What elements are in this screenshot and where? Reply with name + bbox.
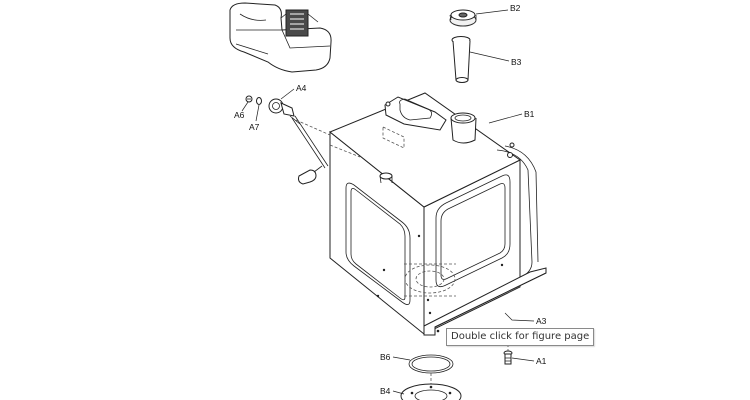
callout-a6[interactable]: A6: [234, 110, 245, 120]
strainer-b3[interactable]: [451, 36, 471, 83]
callout-b1[interactable]: B1: [524, 109, 535, 119]
machine-locator-inset: [229, 2, 332, 73]
figure-tooltip: Double click for figure page: [446, 328, 595, 346]
callout-b3[interactable]: B3: [511, 57, 522, 67]
fuel-sender-a4[interactable]: [268, 98, 331, 185]
o-ring-b6[interactable]: [408, 354, 454, 374]
callout-a7[interactable]: A7: [249, 122, 260, 132]
hydraulic-tank-b1[interactable]: [329, 92, 539, 336]
callout-a4[interactable]: A4: [296, 83, 307, 93]
screw-a6[interactable]: [245, 95, 253, 103]
callout-b2[interactable]: B2: [510, 3, 521, 13]
washer-a7[interactable]: [256, 97, 262, 105]
cover-plate-b4[interactable]: [400, 373, 462, 400]
callout-b6[interactable]: B6: [380, 352, 391, 362]
callout-b4[interactable]: B4: [380, 386, 391, 396]
bolt-a1[interactable]: [503, 344, 513, 365]
mounting-rail-a3[interactable]: [423, 267, 547, 336]
cap-b2[interactable]: [449, 9, 477, 27]
callout-a1[interactable]: A1: [536, 356, 547, 366]
callout-a3[interactable]: A3: [536, 316, 547, 326]
